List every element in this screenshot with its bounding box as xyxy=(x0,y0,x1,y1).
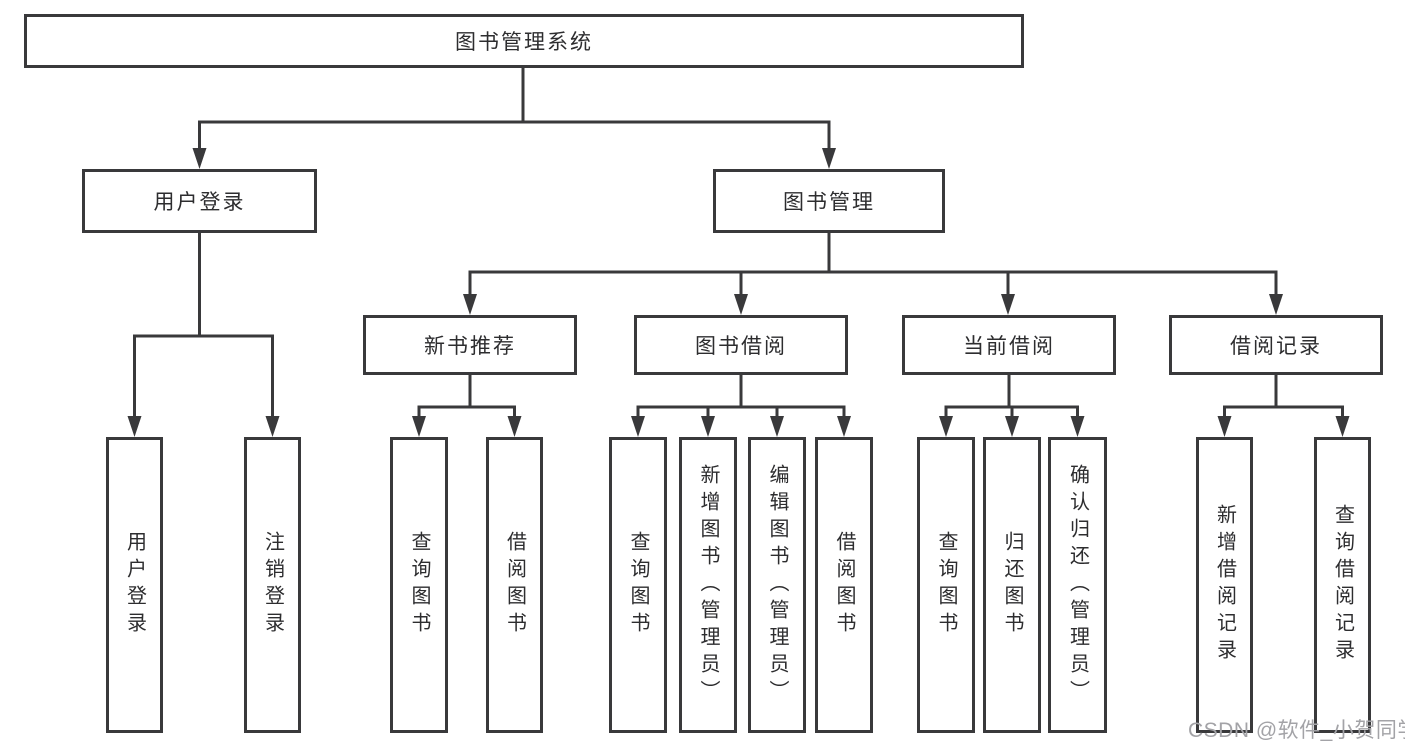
leaf-query-books-current-label: 查询图书 xyxy=(935,531,957,639)
leaf-query-books-borrow-label: 查询图书 xyxy=(627,531,649,639)
node-root: 图书管理系统 xyxy=(24,14,1024,68)
leaf-logout-label: 注销登录 xyxy=(261,531,284,639)
leaf-confirm-return-admin-label: 确认归还（管理员） xyxy=(1066,463,1089,707)
node-book-management: 图书管理 xyxy=(713,169,945,233)
node-current-borrow: 当前借阅 xyxy=(902,315,1116,375)
leaf-query-borrow-record-label: 查询借阅记录 xyxy=(1331,504,1354,666)
leaf-add-books-admin: 新增图书（管理员） xyxy=(679,437,737,733)
node-borrow-records: 借阅记录 xyxy=(1169,315,1383,375)
leaf-query-books-recommend-label: 查询图书 xyxy=(408,531,430,639)
leaf-user-login: 用户登录 xyxy=(106,437,163,733)
leaf-return-books: 归还图书 xyxy=(983,437,1041,733)
leaf-borrow-books-recommend-label: 借阅图书 xyxy=(503,531,526,639)
node-new-book-recommend-label: 新书推荐 xyxy=(424,335,516,358)
leaf-add-books-admin-label: 新增图书（管理员） xyxy=(697,463,719,707)
node-user-login-label: 用户登录 xyxy=(153,191,246,214)
leaf-add-borrow-record-label: 新增借阅记录 xyxy=(1213,504,1236,666)
leaf-query-books-current: 查询图书 xyxy=(917,437,975,733)
leaf-confirm-return-admin: 确认归还（管理员） xyxy=(1048,437,1107,733)
leaf-borrow-books: 借阅图书 xyxy=(815,437,873,733)
node-book-management-label: 图书管理 xyxy=(783,191,875,214)
leaf-logout: 注销登录 xyxy=(244,437,301,733)
node-current-borrow-label: 当前借阅 xyxy=(963,335,1055,358)
leaf-borrow-books-recommend: 借阅图书 xyxy=(486,437,543,733)
leaf-user-login-label: 用户登录 xyxy=(123,531,146,639)
leaf-borrow-books-label: 借阅图书 xyxy=(833,531,855,639)
leaf-query-borrow-record: 查询借阅记录 xyxy=(1314,437,1371,733)
leaf-query-books-recommend: 查询图书 xyxy=(390,437,448,733)
node-root-label: 图书管理系统 xyxy=(455,31,593,54)
leaf-add-borrow-record: 新增借阅记录 xyxy=(1196,437,1253,733)
node-user-login: 用户登录 xyxy=(82,169,317,233)
node-book-borrow-label: 图书借阅 xyxy=(695,335,787,358)
leaf-edit-books-admin: 编辑图书（管理员） xyxy=(748,437,806,733)
leaf-return-books-label: 归还图书 xyxy=(1001,531,1023,639)
node-book-borrow: 图书借阅 xyxy=(634,315,848,375)
node-borrow-records-label: 借阅记录 xyxy=(1230,335,1322,358)
arrowheads xyxy=(127,148,1350,437)
node-new-book-recommend: 新书推荐 xyxy=(363,315,577,375)
leaf-query-books-borrow: 查询图书 xyxy=(609,437,667,733)
leaf-edit-books-admin-label: 编辑图书（管理员） xyxy=(766,463,788,707)
watermark: CSDN @软件_小贺同学 xyxy=(1188,719,1405,742)
